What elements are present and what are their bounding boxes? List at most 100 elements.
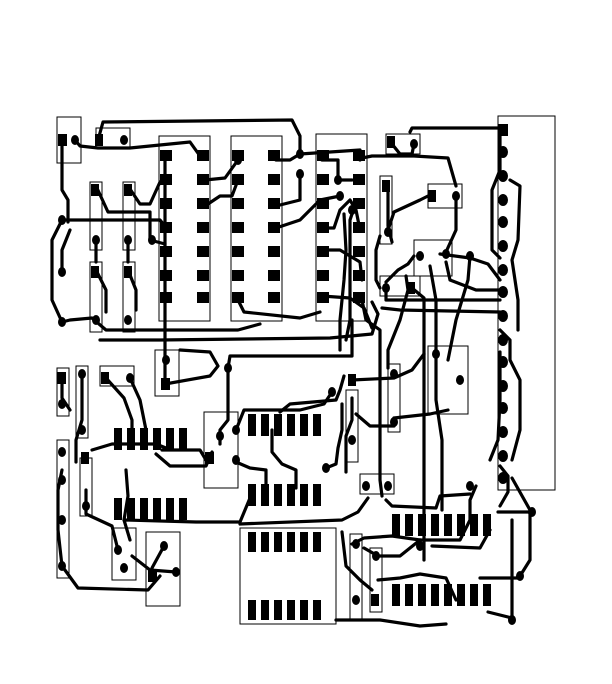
pad — [405, 584, 413, 606]
pad — [410, 139, 418, 149]
pad — [317, 246, 329, 257]
trace — [374, 234, 382, 290]
pad — [428, 190, 436, 202]
pad — [300, 600, 308, 620]
pad — [296, 169, 304, 179]
pad — [444, 514, 452, 536]
pad — [456, 375, 464, 385]
pad — [498, 264, 508, 276]
pad — [431, 514, 439, 536]
pad — [58, 215, 66, 225]
pad — [313, 484, 321, 506]
pad — [390, 369, 398, 379]
pad — [498, 426, 508, 438]
trace — [444, 194, 458, 254]
pad — [197, 270, 209, 281]
pad — [416, 541, 424, 551]
pad — [287, 600, 295, 620]
trace — [380, 306, 502, 314]
trace — [94, 268, 108, 314]
pad — [268, 150, 280, 161]
outline-right-header — [497, 115, 556, 491]
trace — [362, 538, 422, 558]
pad — [317, 292, 329, 303]
pad — [78, 369, 86, 379]
trace — [122, 496, 252, 524]
trace — [203, 158, 240, 182]
pad — [392, 584, 400, 606]
pad — [498, 240, 508, 252]
outline-resistor-r6 — [56, 367, 70, 417]
pad — [362, 481, 370, 491]
trace — [428, 264, 444, 512]
outline-resistor-r12 — [379, 175, 393, 245]
pad — [382, 180, 390, 192]
pad — [248, 493, 256, 503]
trace — [360, 298, 384, 498]
pad — [508, 615, 516, 625]
trace — [122, 468, 132, 542]
pad — [328, 387, 336, 397]
pad — [101, 372, 109, 384]
pad — [498, 356, 508, 368]
pad — [353, 246, 365, 257]
trace — [334, 618, 448, 628]
pad — [197, 292, 209, 303]
pad — [232, 292, 244, 303]
pad — [387, 136, 395, 148]
pad — [95, 134, 103, 146]
pad — [528, 507, 536, 517]
pad — [248, 532, 256, 552]
pad — [197, 174, 209, 185]
trace — [226, 318, 354, 370]
pad — [166, 498, 174, 520]
pad — [248, 414, 256, 436]
pad — [352, 595, 360, 605]
pad — [268, 222, 280, 233]
pad — [160, 150, 172, 161]
trace — [320, 198, 362, 232]
outline-ic-u1 — [158, 135, 211, 322]
outline-resistor-r7 — [75, 365, 89, 439]
pad — [274, 414, 282, 436]
pad — [160, 246, 172, 257]
pad — [205, 452, 214, 464]
pad — [274, 532, 282, 552]
pad — [498, 402, 508, 414]
ic-u1-pads — [160, 150, 209, 303]
pad — [81, 452, 89, 464]
pad — [418, 584, 426, 606]
pad — [91, 184, 99, 196]
pad — [124, 266, 132, 278]
trace — [498, 464, 510, 508]
trace — [444, 260, 502, 292]
trace — [384, 254, 416, 284]
trace — [60, 316, 262, 332]
pad — [124, 235, 132, 245]
ic-u3-pads — [317, 150, 365, 303]
pad — [268, 246, 280, 257]
outline-resistor-r16 — [387, 363, 401, 433]
pad — [300, 484, 308, 506]
pad — [166, 428, 174, 450]
pad — [390, 417, 398, 427]
outline-cap-c4 — [203, 411, 239, 489]
pad — [114, 545, 122, 555]
pad — [92, 315, 100, 325]
pad — [197, 246, 209, 257]
trace — [60, 228, 72, 274]
pad — [372, 551, 380, 561]
pad — [261, 600, 269, 620]
trace — [488, 350, 502, 462]
pad — [384, 481, 392, 491]
trace — [390, 142, 416, 156]
trace — [236, 298, 322, 320]
ic-u6-pads — [248, 532, 321, 620]
pad — [232, 455, 240, 465]
pad — [516, 571, 524, 581]
pad — [148, 235, 156, 245]
trace — [160, 448, 208, 462]
pad — [483, 584, 491, 606]
pad — [300, 414, 308, 436]
